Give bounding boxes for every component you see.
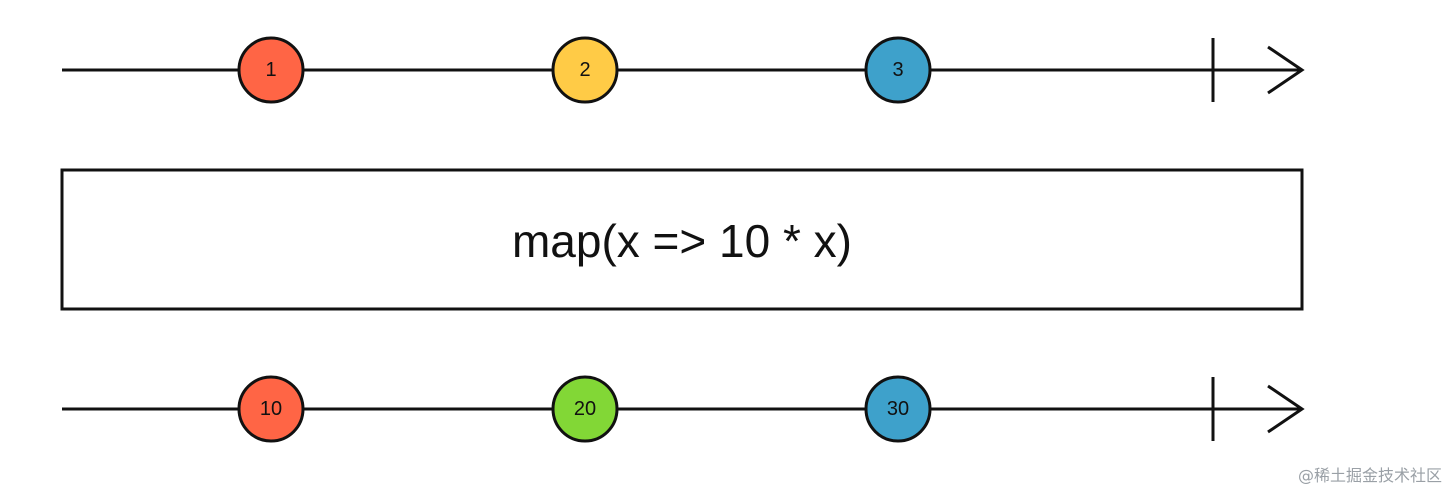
input-marble: 3	[864, 36, 932, 104]
input-marble-circle	[237, 36, 305, 104]
operator-box: map(x => 10 * x)	[60, 168, 1304, 311]
operator-box-frame	[60, 168, 1304, 311]
input-marble-label: 3	[892, 59, 903, 81]
input-stream: 1 2 3	[62, 36, 1305, 104]
output-marble-circle	[864, 375, 932, 443]
watermark: @稀土掘金技术社区	[1297, 466, 1442, 485]
output-marble-circle	[551, 375, 619, 443]
input-arrowhead-icon	[1267, 45, 1305, 95]
output-marble-circle	[237, 375, 305, 443]
input-marble: 1	[237, 36, 305, 104]
output-marble-label: 30	[887, 398, 909, 420]
operator-label: map(x => 10 * x)	[512, 215, 852, 267]
input-marble-circle	[551, 36, 619, 104]
output-stream: 10 20 30	[62, 375, 1305, 443]
output-marble-label: 20	[574, 398, 596, 420]
input-marble-label: 2	[579, 59, 590, 81]
input-marble-circle	[864, 36, 932, 104]
output-marble: 20	[551, 375, 619, 443]
output-marble: 10	[237, 375, 305, 443]
output-arrowhead-icon	[1267, 384, 1305, 434]
input-marble: 2	[551, 36, 619, 104]
output-marble-label: 10	[260, 398, 282, 420]
input-marble-label: 1	[265, 59, 276, 81]
output-marble: 30	[864, 375, 932, 443]
